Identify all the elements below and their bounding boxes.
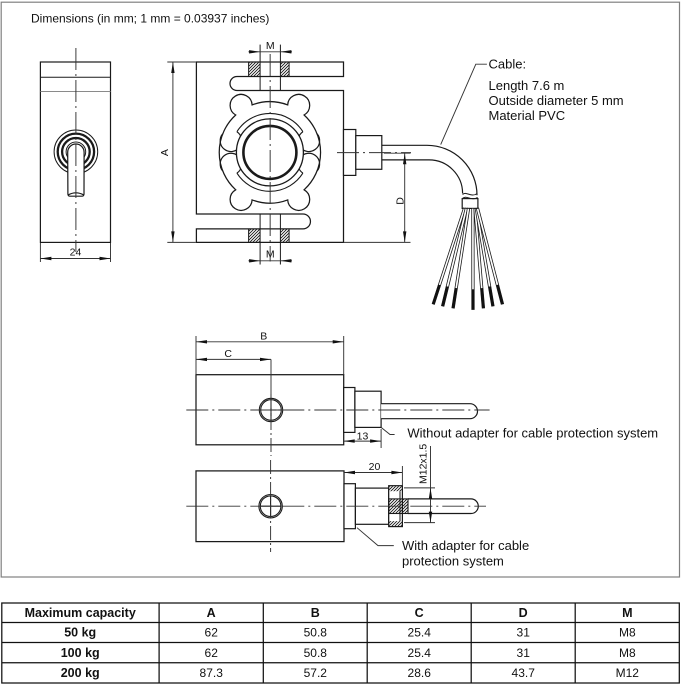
svg-text:Maximum capacity: Maximum capacity [25,606,136,620]
svg-text:A: A [159,149,171,156]
svg-text:31: 31 [517,626,531,640]
svg-text:31: 31 [517,646,531,660]
svg-text:Cable:: Cable: [489,57,527,72]
svg-text:B: B [311,606,320,620]
svg-text:43.7: 43.7 [512,666,536,680]
svg-text:62: 62 [205,626,219,640]
svg-text:25.4: 25.4 [408,646,432,660]
svg-text:50.8: 50.8 [304,626,328,640]
svg-text:25.4: 25.4 [408,626,432,640]
svg-text:13: 13 [357,430,369,442]
svg-text:A: A [207,606,216,620]
svg-text:200 kg: 200 kg [61,666,100,680]
svg-text:28.6: 28.6 [408,666,432,680]
svg-text:50 kg: 50 kg [64,626,96,640]
svg-text:M8: M8 [619,626,636,640]
svg-text:M12: M12 [616,666,640,680]
svg-text:With adapter for cable: With adapter for cable [402,538,529,553]
svg-text:24: 24 [70,247,82,259]
svg-text:C: C [415,606,424,620]
svg-text:50.8: 50.8 [304,646,328,660]
svg-text:protection system: protection system [402,554,504,569]
svg-text:20: 20 [369,461,381,473]
svg-text:Length 7.6 m: Length 7.6 m [489,78,565,93]
svg-text:M: M [622,606,632,620]
svg-text:Outside diameter 5 mm: Outside diameter 5 mm [489,93,624,108]
svg-text:Material PVC: Material PVC [489,108,566,123]
svg-text:M8: M8 [619,646,636,660]
svg-text:C: C [224,348,232,360]
svg-text:M: M [266,40,275,52]
svg-text:D: D [519,606,528,620]
svg-text:B: B [260,331,267,343]
svg-text:Without adapter for cable prot: Without adapter for cable protection sys… [407,425,658,440]
svg-text:100 kg: 100 kg [61,646,100,660]
svg-text:Dimensions (in mm; 1 mm = 0.03: Dimensions (in mm; 1 mm = 0.03937 inches… [31,11,269,25]
svg-text:62: 62 [205,646,219,660]
svg-text:57.2: 57.2 [304,666,328,680]
svg-text:D: D [395,197,407,205]
svg-text:M12x1.5: M12x1.5 [418,444,430,484]
svg-text:87.3: 87.3 [200,666,224,680]
